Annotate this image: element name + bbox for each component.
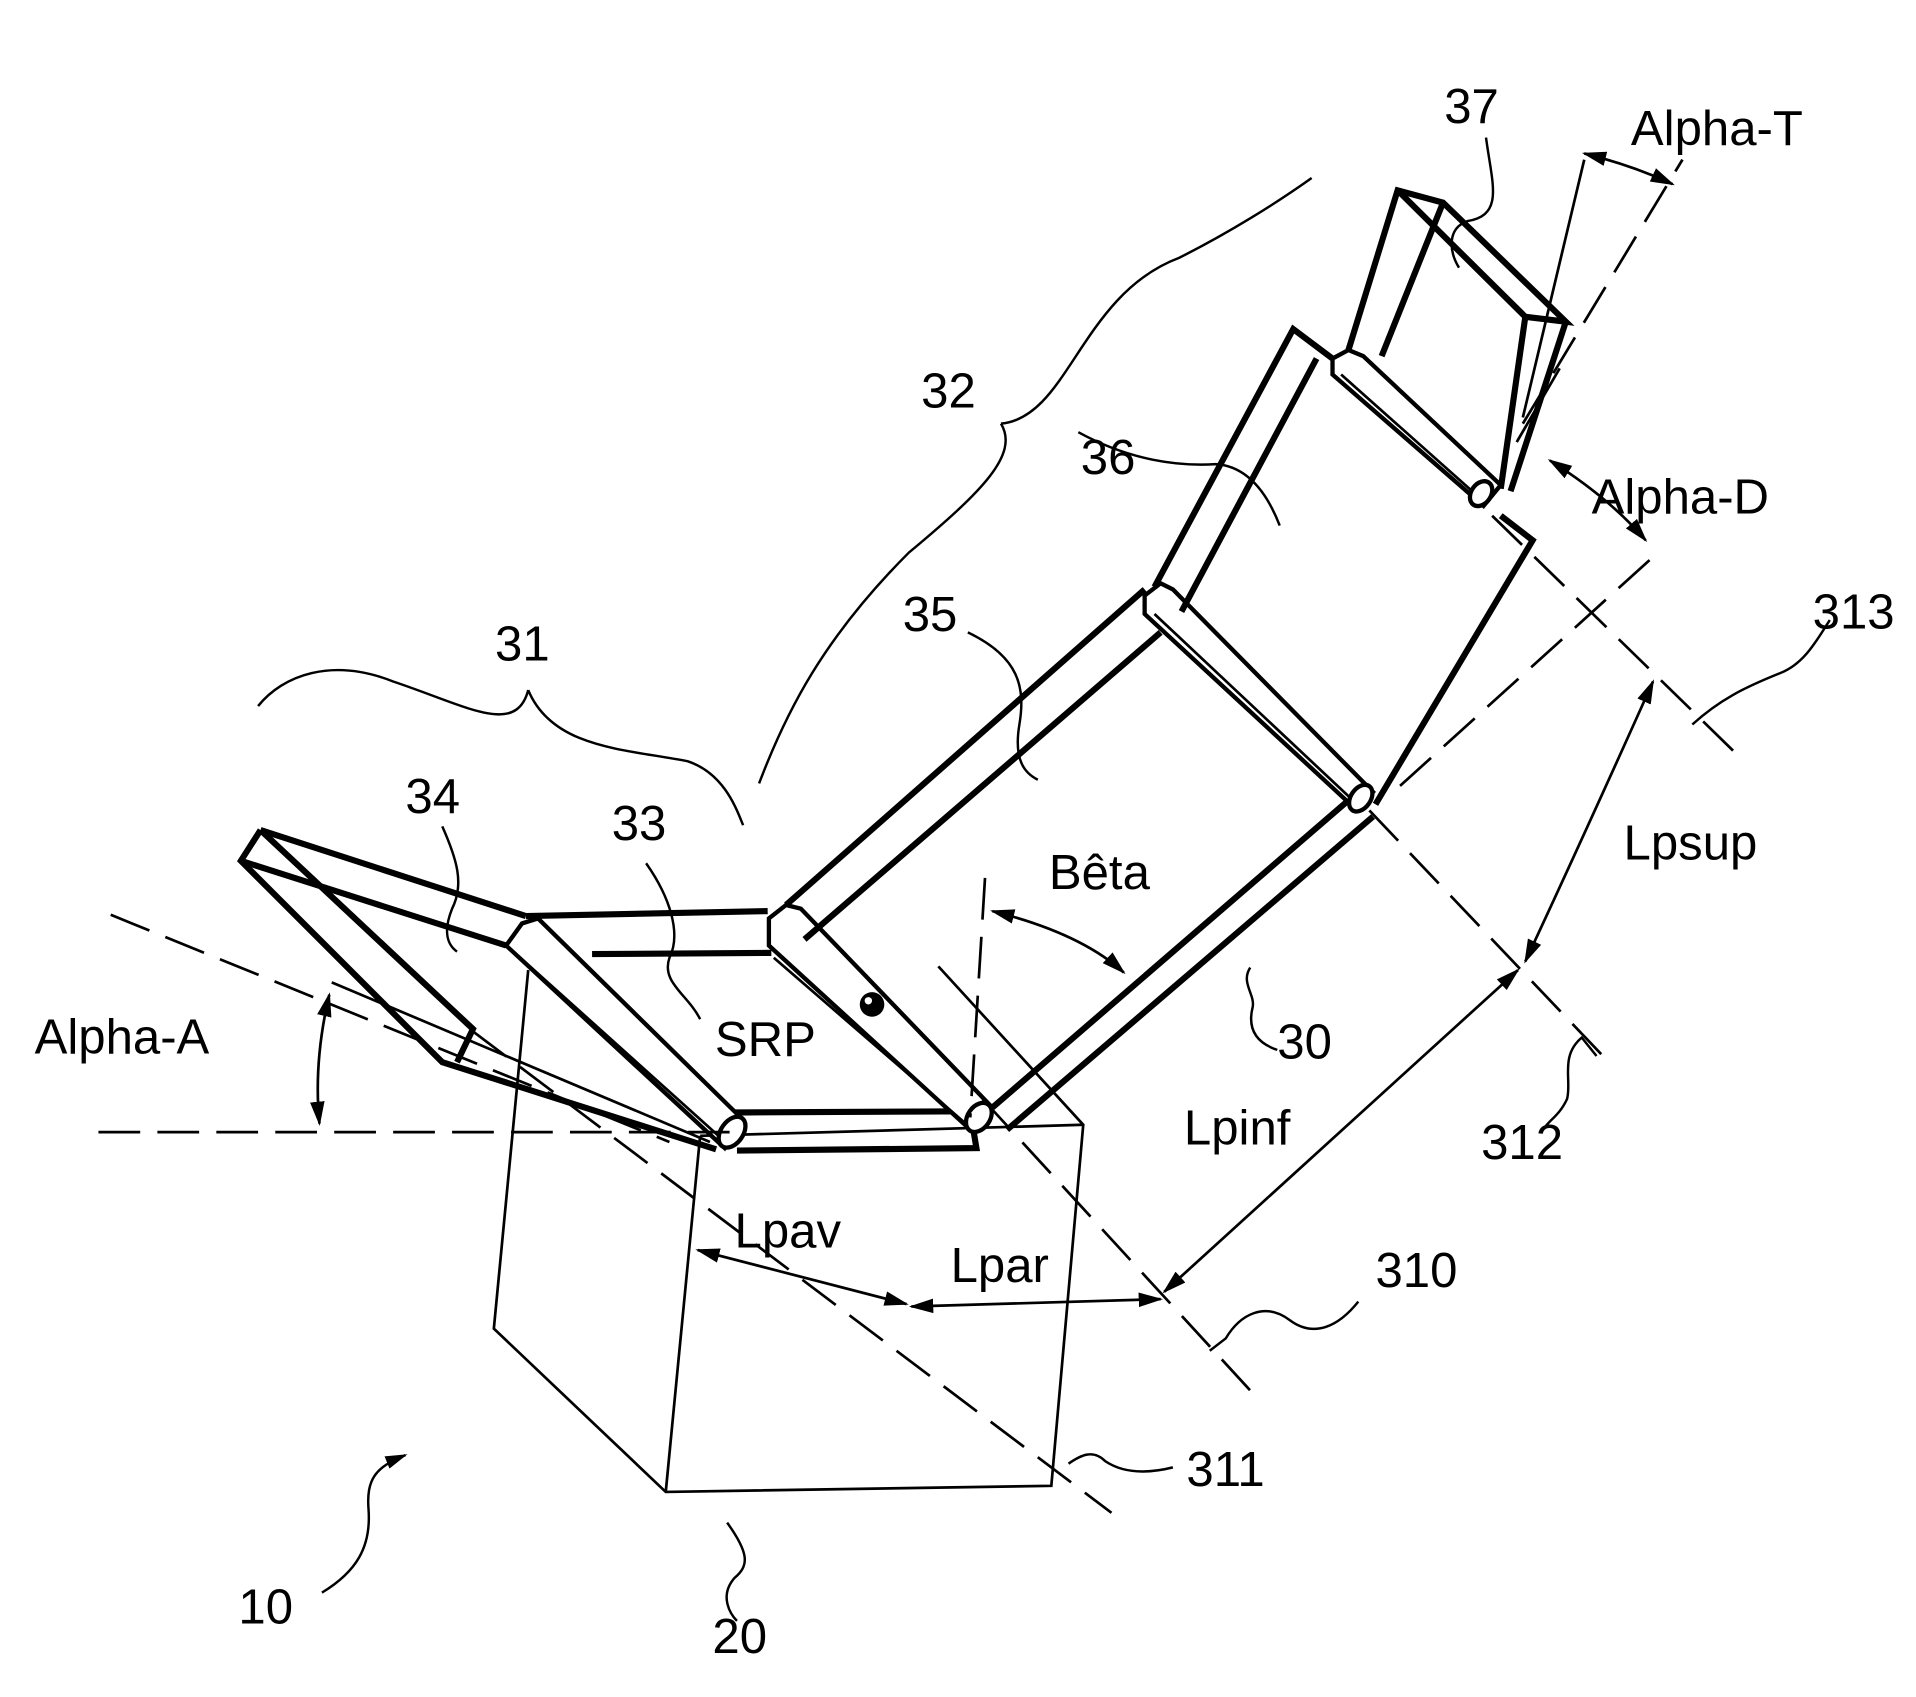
arrow-10	[321, 1453, 408, 1594]
beta-arc	[990, 909, 1126, 975]
panel-34-side	[258, 827, 477, 1064]
panel-35-right-rail	[990, 795, 1353, 1110]
hinge-roller-rear	[766, 902, 996, 1135]
headrest-inner-edge	[1378, 201, 1446, 358]
label-31: 31	[495, 618, 550, 672]
alpha-t-arc	[1581, 151, 1675, 186]
axis-312	[1368, 809, 1610, 1064]
alpha-d-axis	[1399, 551, 1659, 787]
alpha-d-backrest-line	[1515, 367, 1561, 443]
leader-36	[1077, 431, 1281, 526]
leader-313	[1691, 619, 1831, 726]
alpha-a-reference-axis	[110, 913, 670, 1144]
headrest-top-diagonal	[1395, 188, 1528, 319]
brace-32-upper	[1000, 177, 1313, 425]
label-30: 30	[1277, 1015, 1332, 1069]
alpha-t-axis	[1521, 158, 1684, 425]
lpav-dimension	[695, 1248, 909, 1306]
label-alpha-t: Alpha-T	[1631, 102, 1803, 156]
alpha-a-arc	[310, 992, 332, 1126]
label-beta: Bêta	[1049, 846, 1151, 900]
beta-vertical-axis	[968, 877, 987, 1118]
label-310: 310	[1375, 1244, 1457, 1298]
label-34: 34	[405, 770, 460, 824]
label-lpsup: Lpsup	[1624, 817, 1758, 871]
hinge-roller-front	[503, 916, 748, 1152]
base-box	[492, 965, 1085, 1494]
panel-36-left-edge	[1151, 324, 1335, 589]
leader-20	[725, 1521, 747, 1622]
leader-312	[1543, 1035, 1598, 1128]
brace-31-left	[257, 668, 530, 716]
panel-35-left-rail-inner	[802, 630, 1163, 942]
lpsup-dimension	[1524, 679, 1655, 964]
label-lpinf: Lpinf	[1184, 1101, 1291, 1155]
label-lpar: Lpar	[951, 1239, 1049, 1293]
leader-37	[1450, 137, 1495, 269]
alpha-t-backrest-line	[1521, 159, 1586, 418]
leader-34	[441, 825, 460, 953]
panel-33-back-edge	[525, 908, 768, 920]
panel-33-inner-edge	[592, 949, 772, 958]
base-outline	[492, 965, 1085, 1494]
hinge-roller-top	[1330, 347, 1504, 509]
panel-36-left-edge-inner	[1178, 357, 1320, 613]
srp-point-icon	[859, 992, 885, 1017]
leader-30	[1245, 966, 1278, 1052]
brace-32-lower	[757, 423, 1007, 784]
label-312: 312	[1481, 1116, 1563, 1170]
hinge-roller-middle	[1142, 580, 1376, 814]
base-top-front-edge	[700, 1123, 1084, 1138]
label-35: 35	[903, 588, 958, 642]
label-srp: SRP	[715, 1013, 816, 1067]
lpar-dimension	[908, 1292, 1164, 1314]
label-20: 20	[712, 1610, 767, 1664]
label-32: 32	[921, 365, 976, 419]
label-33: 33	[612, 797, 667, 851]
label-311: 311	[1186, 1443, 1264, 1497]
alpha-a-ray	[331, 981, 711, 1144]
headrest-outline	[1345, 186, 1575, 490]
label-36: 36	[1081, 431, 1136, 485]
label-37: 37	[1444, 80, 1499, 134]
leader-33	[645, 862, 702, 1020]
leader-lines	[257, 137, 1831, 1622]
panel-35-left-rail	[784, 587, 1147, 908]
leader-311	[1067, 1453, 1174, 1473]
leader-310	[1208, 1300, 1360, 1352]
label-lpav: Lpav	[735, 1205, 842, 1259]
lpinf-dimension	[1162, 968, 1520, 1294]
labels: 37 Alpha-T 32 36 Alpha-D 313 35 31 34 33…	[35, 80, 1895, 1664]
backrest-upper-panel	[1151, 324, 1537, 806]
label-10: 10	[238, 1580, 293, 1634]
dimension-arrows	[310, 151, 1675, 1314]
brace-31-right	[527, 689, 745, 826]
leader-35	[967, 631, 1039, 781]
panel-36-right-edge	[1372, 513, 1537, 806]
label-313: 313	[1813, 586, 1895, 640]
panel-34-top-edge-2	[239, 857, 508, 949]
axis-310	[981, 1098, 1260, 1401]
label-alpha-d: Alpha-D	[1592, 470, 1769, 524]
label-alpha-a: Alpha-A	[35, 1011, 210, 1065]
axis-311	[472, 1030, 1113, 1514]
base-front-edge	[664, 1135, 702, 1493]
seat-front-panel	[236, 827, 718, 1153]
alpha-d-arc	[1547, 459, 1648, 543]
axis-lines	[98, 158, 1739, 1514]
panel-34-top-edge	[259, 827, 527, 919]
